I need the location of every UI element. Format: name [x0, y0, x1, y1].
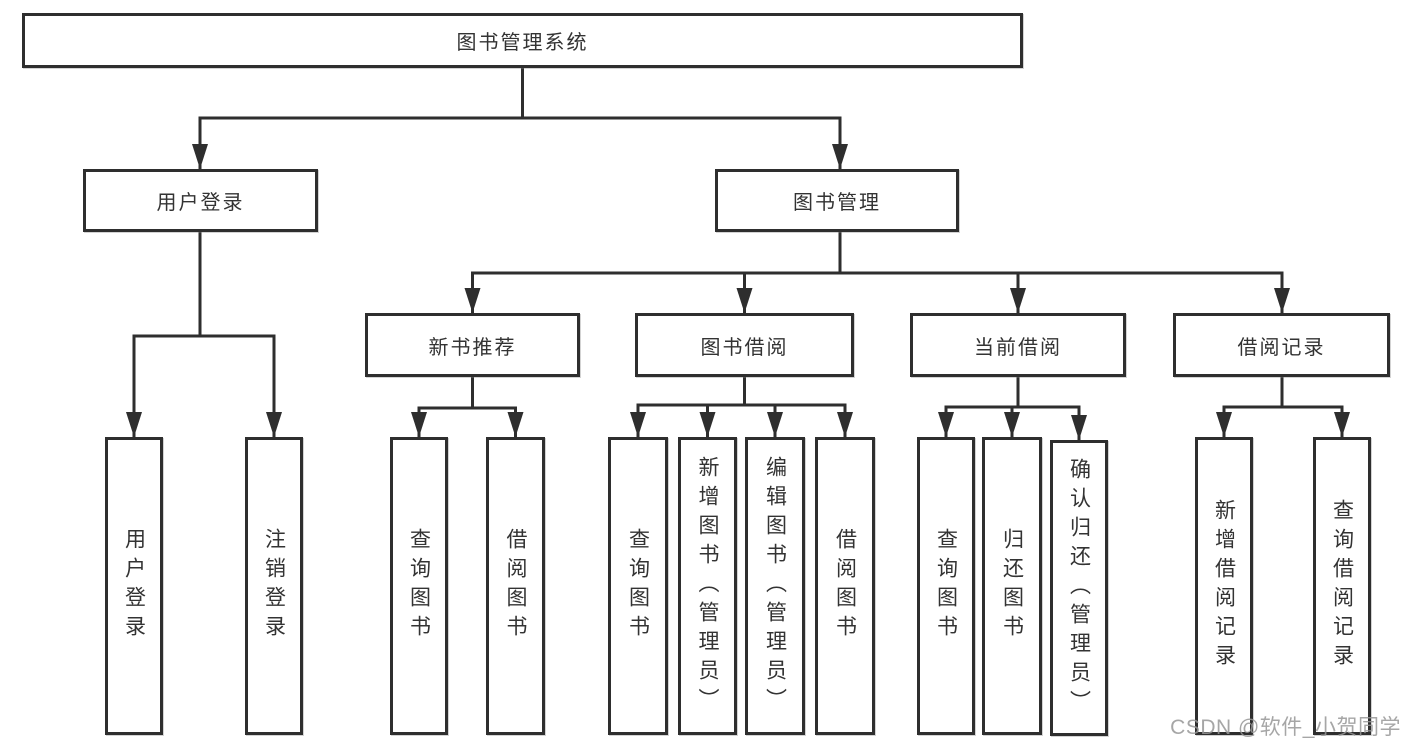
leaf-label: 新增图书（管理员）	[696, 455, 719, 717]
watermark-text: CSDN @软件_小贺同学	[1170, 716, 1401, 739]
node-new-book-recommend: 新书推荐	[365, 313, 580, 377]
leaf-return-book: 归还图书	[982, 437, 1042, 735]
leaf-add-borrow-record: 新增借阅记录	[1195, 437, 1253, 735]
leaf-label: 确认归还（管理员）	[1067, 457, 1091, 719]
leaf-confirm-return-admin: 确认归还（管理员）	[1050, 440, 1108, 736]
leaf-label: 注销登录	[262, 528, 286, 644]
leaf-borrow-books-borrowing: 借阅图书	[815, 437, 875, 735]
leaf-query-books-recommend: 查询图书	[390, 437, 448, 735]
leaf-label: 用户登录	[122, 528, 146, 644]
leaf-borrow-books-recommend: 借阅图书	[486, 437, 545, 735]
leaf-label: 查询图书	[934, 528, 958, 644]
leaf-label: 新增借阅记录	[1212, 499, 1236, 673]
leaf-label: 借阅图书	[504, 528, 527, 644]
leaf-query-books-borrowing: 查询图书	[608, 437, 668, 735]
leaf-edit-book-admin: 编辑图书（管理员）	[745, 437, 805, 735]
leaf-label: 归还图书	[1000, 528, 1024, 644]
arrowheads	[126, 144, 1350, 440]
node-book-borrowing: 图书借阅	[635, 313, 854, 377]
leaf-label: 查询图书	[407, 528, 431, 644]
leaf-logout: 注销登录	[245, 437, 303, 735]
node-library-management-system: 图书管理系统	[22, 13, 1023, 68]
leaf-label: 编辑图书（管理员）	[763, 455, 787, 717]
leaf-query-books-current: 查询图书	[917, 437, 975, 735]
leaf-label: 查询借阅记录	[1330, 499, 1354, 673]
node-current-borrowing: 当前借阅	[910, 313, 1126, 377]
leaf-label: 借阅图书	[833, 528, 857, 644]
node-user-login: 用户登录	[83, 169, 318, 232]
leaf-query-borrow-record: 查询借阅记录	[1313, 437, 1371, 735]
leaf-add-book-admin: 新增图书（管理员）	[678, 437, 737, 735]
node-book-management: 图书管理	[715, 169, 959, 232]
leaf-label: 查询图书	[626, 528, 650, 644]
leaf-user-login: 用户登录	[105, 437, 163, 735]
node-borrowing-records: 借阅记录	[1173, 313, 1390, 377]
